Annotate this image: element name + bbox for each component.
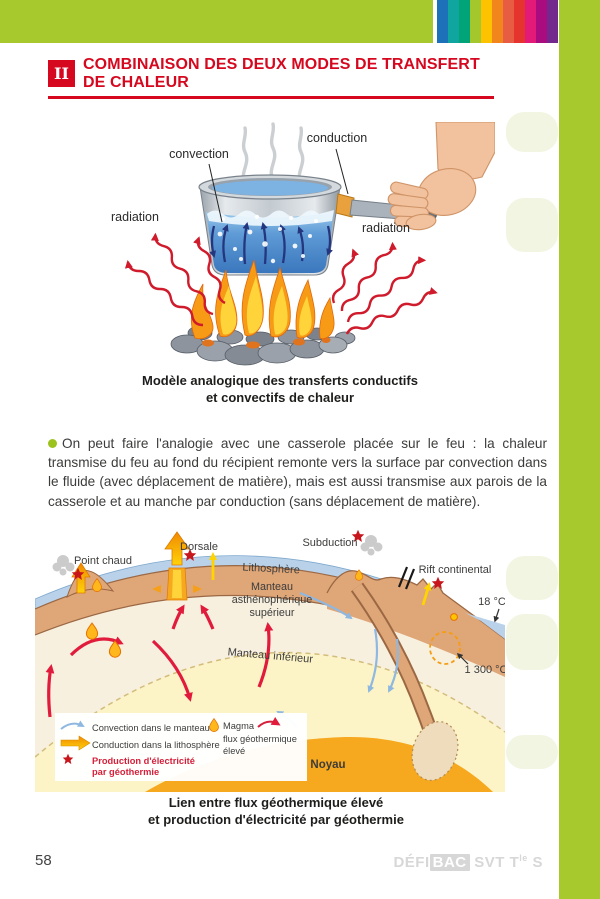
ridge-label: Dorsale <box>180 541 218 553</box>
radiation-right-label: radiation <box>362 221 410 235</box>
legend-flux-label-line2: élevé <box>223 746 245 756</box>
base-temp-arrow <box>456 652 469 665</box>
chapter-thumb-tab <box>506 614 558 670</box>
chapter-thumb-tab <box>506 735 558 769</box>
conduction-label: conduction <box>307 131 368 145</box>
mantle-red-arrows <box>45 604 274 718</box>
subduction-smoke-icon <box>360 535 383 556</box>
legend-production-label-line1: Production d'électricité <box>92 756 195 766</box>
fault-marks <box>397 566 416 590</box>
page-number: 58 <box>35 852 52 869</box>
rift-label: Rift continental <box>419 564 492 576</box>
brand-stripes <box>437 0 558 43</box>
radiation-arrows <box>124 232 438 335</box>
bubbles <box>217 214 318 264</box>
section-title: COMBINAISON DES DEUX MODES DE TRANSFERT … <box>83 56 480 92</box>
coastal-water <box>465 613 505 639</box>
figure2-caption-line2: et production d'électricité par géotherm… <box>148 812 404 827</box>
brand-bac: BAC <box>429 854 470 871</box>
brand-stripe <box>492 0 503 43</box>
legend-convection-icon <box>60 720 85 730</box>
body-paragraph-text: On peut faire l'analogie avec une casser… <box>48 435 547 509</box>
steam-icon <box>241 122 305 186</box>
ridge-heat-arrow <box>164 531 190 566</box>
figure1-caption-line1: Modèle analogique des transferts conduct… <box>142 373 418 388</box>
legend-convection-label: Convection dans le manteau <box>92 723 210 733</box>
top-green-bar <box>0 0 433 43</box>
chapter-thumb-tab <box>506 198 558 252</box>
brand-stripe <box>470 0 481 43</box>
chapter-thumb-tab <box>506 112 558 152</box>
right-green-bar <box>559 0 600 899</box>
brand-stripe <box>448 0 459 43</box>
asthenosphere-label-line3: supérieur <box>249 607 294 619</box>
brand-stripe <box>437 0 448 43</box>
figure2-caption: Lien entre flux géothermique élevé et pr… <box>0 794 552 828</box>
brand-stripe <box>536 0 547 43</box>
brand-stripe <box>503 0 514 43</box>
radiation-left-label: radiation <box>111 210 159 224</box>
mantle-boundary-dashed-line <box>35 651 505 758</box>
hotspot-smoke-icon <box>52 555 75 576</box>
figure2-caption-line1: Lien entre flux géothermique élevé <box>168 795 384 810</box>
legend-flux-icon <box>257 717 281 728</box>
brand-s: S <box>527 854 543 871</box>
figure1-caption-line2: et convectifs de chaleur <box>205 390 355 405</box>
core-label: Noyau <box>310 759 345 771</box>
analog-model-figure: convection conduction radiation radiatio… <box>111 122 495 366</box>
flames-inner <box>220 276 312 336</box>
chapter-thumb-tab <box>506 556 558 600</box>
geothermal-zone-dashed-circle <box>429 631 461 665</box>
diagram-legend: Convection dans le manteau Conduction da… <box>55 713 307 781</box>
geothermal-star-icon <box>71 529 445 589</box>
pot <box>198 174 342 276</box>
legend-magma-label: Magma <box>223 721 255 731</box>
subducting-slab <box>350 582 459 781</box>
bullet-icon <box>48 438 57 448</box>
brand-defi: DÉFI <box>393 854 430 871</box>
embers <box>202 337 331 349</box>
surface-temp-arrow <box>493 608 500 623</box>
hand <box>387 122 495 231</box>
section-title-line1: COMBINAISON DES DEUX MODES DE TRANSFERT <box>83 56 480 73</box>
legend-conduction-label: Conduction dans la lithosphère <box>92 740 220 750</box>
legend-magma-icon <box>209 717 219 732</box>
section-title-rule <box>48 96 494 99</box>
brand-stripe <box>547 0 558 43</box>
geothermal-diagram-figure: Point chaud Dorsale Subduction Rift cont… <box>35 529 505 792</box>
asthenosphere-label-line2: asthénophérique <box>232 594 312 606</box>
figure1-labels: convection conduction radiation radiatio… <box>111 131 410 235</box>
convection-label: convection <box>169 147 229 161</box>
subduction-label: Subduction <box>302 537 357 549</box>
legend-star-icon <box>62 753 74 765</box>
continent-outline <box>326 570 505 640</box>
asthenosphere-label-line1: Manteau <box>251 581 293 593</box>
brand-stripe <box>525 0 536 43</box>
lithosphere-label: Lithosphère <box>242 562 300 577</box>
brand-svt: SVT T <box>474 854 520 871</box>
body-paragraph: On peut faire l'analogie avec une casser… <box>48 434 547 512</box>
legend-flux-label-line1: flux géothermique <box>223 734 297 744</box>
magma-drop-icon <box>85 569 458 658</box>
section-title-line2: DE CHALEUR <box>83 74 189 91</box>
legend-conduction-icon <box>60 735 91 751</box>
section-numeral-badge: II <box>48 60 75 87</box>
legend-production-label-line2: par géothermie <box>92 767 159 777</box>
brand-sup: le <box>519 853 528 863</box>
brand-stripe <box>481 0 492 43</box>
base-temp-label: 1 300 °C <box>465 664 505 676</box>
rift-flux-arrow <box>421 582 432 606</box>
surface-temp-label: 18 °C <box>478 596 505 608</box>
ridge-magma-conduit <box>152 567 202 601</box>
brand-stripe <box>459 0 470 43</box>
brand-stripe <box>514 0 525 43</box>
figure1-caption: Modèle analogique des transferts conduct… <box>0 372 560 406</box>
hotspot-label: Point chaud <box>74 555 132 567</box>
